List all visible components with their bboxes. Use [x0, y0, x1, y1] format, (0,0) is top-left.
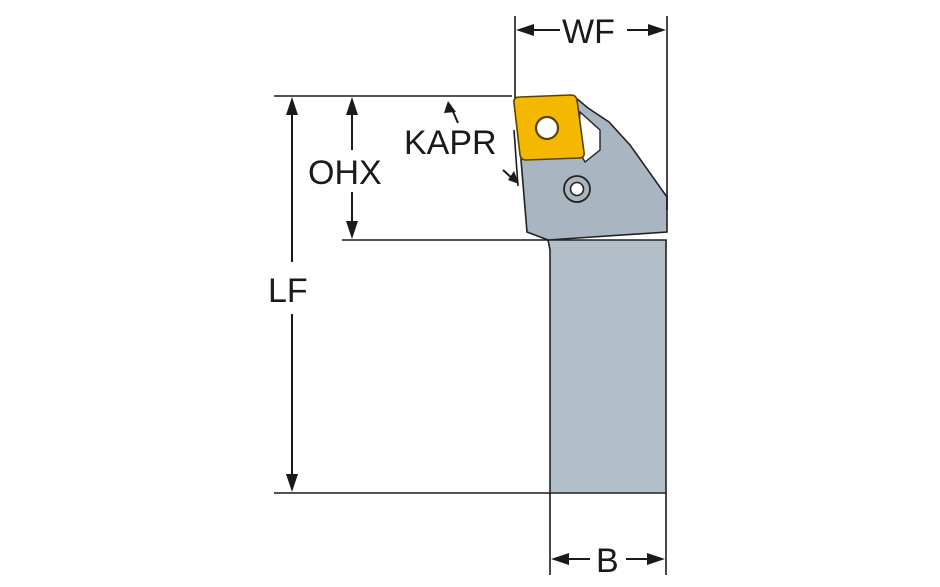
label-b: B [596, 542, 619, 580]
dimension-wf: WF [514, 13, 668, 210]
dimension-b: B [549, 493, 667, 580]
holder-shank [547, 239, 667, 494]
clamp-screw-icon [563, 175, 591, 203]
rhombic-insert-icon [513, 94, 585, 161]
dimension-lf: LF [268, 97, 550, 494]
label-kapr: KAPR [404, 124, 497, 162]
label-ohx: OHX [308, 154, 382, 192]
label-lf: LF [268, 272, 308, 310]
label-wf: WF [562, 13, 615, 51]
dimension-ohx: OHX [308, 97, 548, 241]
dimension-kapr: KAPR [404, 101, 519, 187]
